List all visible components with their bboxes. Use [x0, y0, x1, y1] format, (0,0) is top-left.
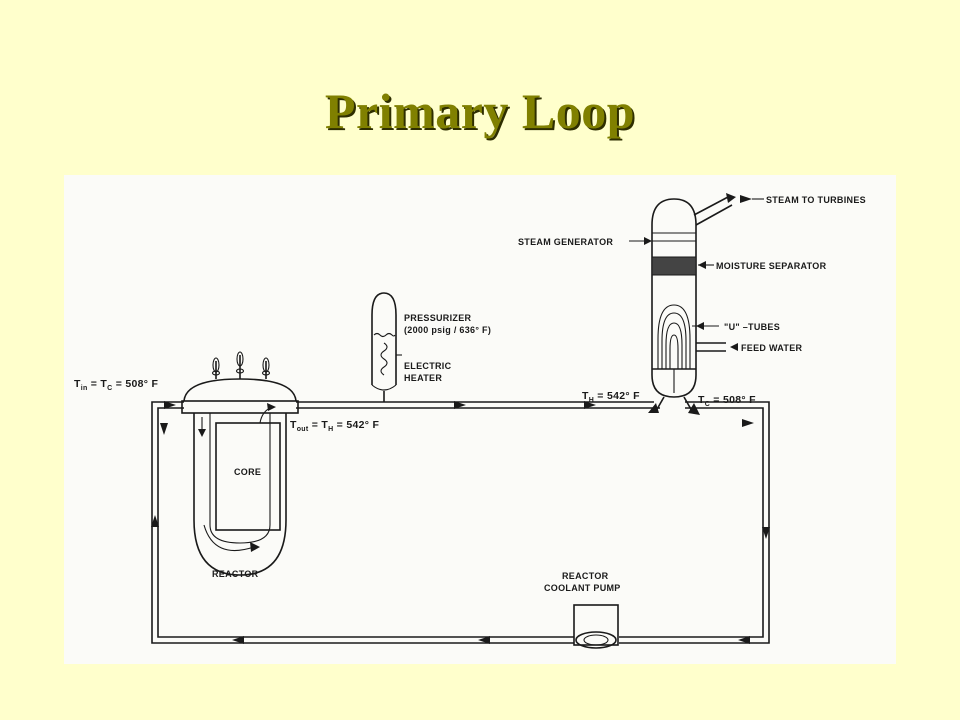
reactor-coolant-pump	[573, 604, 619, 649]
flow-arrows	[151, 193, 770, 644]
label-th-sg: TH = 542° F	[582, 390, 640, 404]
coolant-loop-piping	[151, 401, 770, 644]
label-steam-generator: STEAM GENERATOR	[518, 237, 613, 247]
label-electric-heater-1: ELECTRIC	[404, 361, 452, 371]
pressurizer	[371, 292, 402, 402]
diagram-labels: STEAM TO TURBINES STEAM GENERATOR MOISTU…	[74, 195, 866, 593]
label-t-out: Tout = TH = 542° F	[290, 419, 379, 433]
label-u-tubes: "U" –TUBES	[724, 322, 780, 332]
label-pump-line1: REACTOR	[562, 571, 609, 581]
label-leaders	[629, 195, 764, 351]
reactor-vessel	[181, 351, 299, 576]
label-pump-line2: COOLANT PUMP	[544, 583, 621, 593]
steam-generator	[651, 196, 733, 412]
label-steam-to-turbines: STEAM TO TURBINES	[766, 195, 866, 205]
label-tc-sg: TC = 508° F	[698, 394, 756, 408]
slide-title: Primary Loop	[324, 83, 636, 139]
label-electric-heater-2: HEATER	[404, 373, 442, 383]
label-pressurizer-spec: (2000 psig / 636° F)	[404, 325, 491, 335]
label-feed-water: FEED WATER	[741, 343, 803, 353]
label-core: CORE	[234, 467, 261, 477]
label-pressurizer: PRESSURIZER	[404, 313, 472, 323]
label-t-in: Tin = TC = 508° F	[74, 378, 159, 392]
primary-loop-diagram: STEAM TO TURBINES STEAM GENERATOR MOISTU…	[64, 175, 896, 664]
label-moisture-separator: MOISTURE SEPARATOR	[716, 261, 827, 271]
label-reactor: REACTOR	[212, 569, 259, 579]
